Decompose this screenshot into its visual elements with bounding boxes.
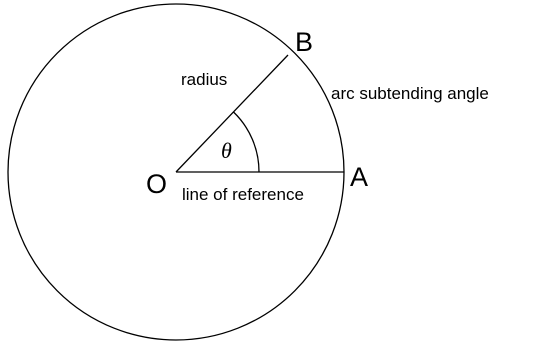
- theta-label: θ: [221, 138, 232, 163]
- radius-label: radius: [181, 70, 227, 89]
- origin-label: O: [146, 169, 167, 199]
- radius-line: [175, 54, 289, 173]
- angle-arc: [233, 111, 260, 173]
- point-a-label: A: [350, 162, 368, 192]
- arc-label: arc subtending angle: [331, 84, 489, 103]
- point-b-label: B: [295, 27, 313, 57]
- reference-label: line of reference: [182, 185, 304, 204]
